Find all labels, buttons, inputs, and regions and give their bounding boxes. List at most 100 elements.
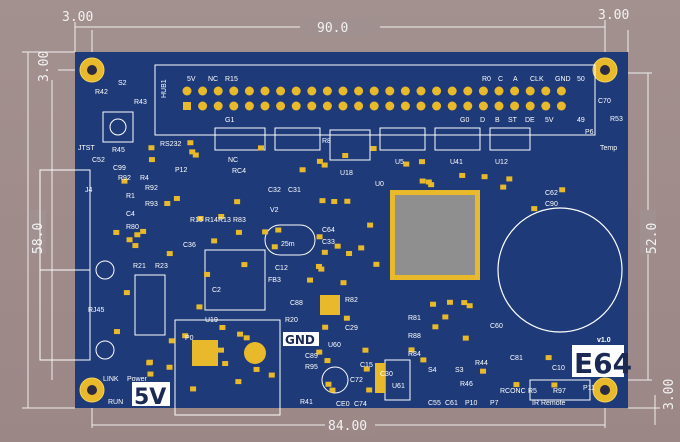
run-label: RUN <box>108 399 123 406</box>
header-pins <box>182 86 566 111</box>
component-label: R41 <box>300 399 313 406</box>
hub-header-outline <box>154 64 596 136</box>
smd-pad <box>559 187 566 193</box>
smd-pad <box>113 329 120 335</box>
component-label: P10 <box>465 400 478 407</box>
component-label: S2 <box>118 80 127 87</box>
smd-pad <box>190 386 197 392</box>
component-label: FB3 <box>268 277 281 284</box>
component-label: R97 <box>553 388 566 395</box>
component-label: R82 <box>345 297 358 304</box>
header-pin <box>229 101 239 111</box>
header-bottom-label: 5V <box>545 117 554 124</box>
component-label: R42 <box>95 89 108 96</box>
smd-pad <box>192 152 199 158</box>
smd-pad <box>334 243 341 249</box>
header-top-label: CLK <box>530 76 544 83</box>
smd-pad <box>324 358 331 364</box>
smd-pad <box>126 237 133 243</box>
header-pin <box>198 86 208 96</box>
smd-pad <box>343 315 350 321</box>
header-pin <box>478 86 488 96</box>
header-label: HUB1 <box>161 79 168 98</box>
header-pin <box>307 101 317 111</box>
component-label: R14 <box>205 217 218 224</box>
header-pin <box>276 86 286 96</box>
smd-pad <box>430 301 437 307</box>
component-label: R21 <box>133 263 146 270</box>
smd-pad <box>545 355 552 361</box>
smd-pad <box>403 161 410 167</box>
smd-pad <box>325 381 332 387</box>
smd-pad <box>420 357 427 363</box>
smd-pad <box>148 145 155 151</box>
header-pin <box>400 86 410 96</box>
component-label: V2 <box>270 207 279 214</box>
smd-pad <box>322 324 329 330</box>
gnd-label: GND <box>285 333 315 347</box>
component-label: C88 <box>290 300 303 307</box>
component-label: R20 <box>285 317 298 324</box>
smd-pad <box>358 245 365 251</box>
component-label: C10 <box>552 365 565 372</box>
header-pin <box>354 86 364 96</box>
smd-pad <box>148 157 155 163</box>
smd-pad <box>187 140 194 146</box>
smd-pad <box>315 263 322 269</box>
component-label: C99 <box>113 165 126 172</box>
header-pin <box>213 101 223 111</box>
component-label: C36 <box>183 242 196 249</box>
smd-pad <box>461 300 468 306</box>
component-label: P11 <box>583 385 595 392</box>
component-label: JTST <box>78 145 95 152</box>
component-label: U5 <box>395 159 404 166</box>
component-label: C15 <box>360 362 373 369</box>
header-pin <box>385 101 395 111</box>
header-pin <box>182 86 192 96</box>
header-pin <box>416 101 426 111</box>
smd-pad <box>146 360 153 366</box>
component-label: R23 <box>155 263 168 270</box>
smd-pad <box>462 335 469 341</box>
component-label: R80 <box>126 224 139 231</box>
header-pin <box>416 86 426 96</box>
header-top-label: GND <box>555 76 571 83</box>
component-label: NC <box>228 157 238 164</box>
temp-label: Temp <box>600 145 617 152</box>
component-label: C64 <box>322 227 335 234</box>
smd-pad <box>262 229 269 235</box>
header-bottom-label: ST <box>508 117 518 124</box>
component-label: P12 <box>175 167 188 174</box>
version-label: v1.0 <box>597 337 611 344</box>
component-label: C81 <box>510 355 523 362</box>
component-label: C60 <box>490 323 503 330</box>
component-label: C52 <box>92 157 105 164</box>
smd-pad <box>442 314 449 320</box>
component-label: P7 <box>490 400 499 407</box>
smd-pad <box>253 366 260 372</box>
component-label: RCONC <box>500 388 526 395</box>
smd-pad <box>219 324 226 330</box>
pcb-board <box>75 52 628 408</box>
header-pin <box>260 101 270 111</box>
smd-pad <box>271 244 278 250</box>
component-label: RC4 <box>232 168 246 175</box>
component-label: CE0 <box>336 401 350 408</box>
smd-pad <box>218 347 225 353</box>
smd-pad <box>367 222 374 228</box>
component-label: U61 <box>392 383 405 390</box>
smd-pad <box>204 271 211 277</box>
component-label: C4 <box>126 211 135 218</box>
header-bottom-label: DE <box>525 117 535 124</box>
smd-pad <box>425 179 432 185</box>
header-pin <box>291 101 301 111</box>
smd-pad <box>432 324 439 330</box>
header-pin <box>478 101 488 111</box>
header-pin <box>307 86 317 96</box>
dim-bottom-width: 84.00 <box>328 419 367 434</box>
header-bottom-label: G1 <box>225 117 234 124</box>
header-pin <box>541 86 551 96</box>
header-pin <box>556 101 566 111</box>
component-label: U19 <box>205 317 218 324</box>
